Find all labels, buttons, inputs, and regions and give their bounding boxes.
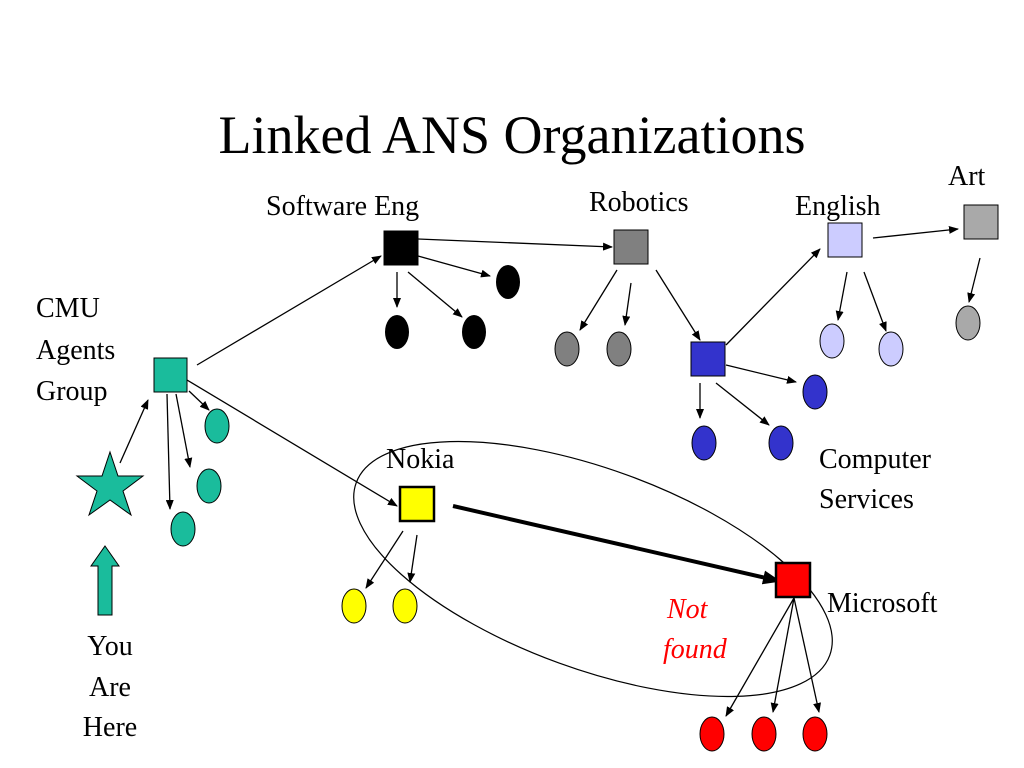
edge-cmu-softeng — [196, 255, 382, 366]
label-not-found-line2: found — [663, 634, 727, 665]
label-not-found-line1: Not — [667, 594, 708, 625]
node-cmu-child-2 — [196, 468, 222, 504]
label-computer-line2: Services — [819, 484, 914, 515]
node-softeng-child-3 — [462, 315, 486, 349]
node-english-child-2 — [878, 331, 904, 367]
trust-boundary-ellipse — [353, 440, 833, 698]
edge-nokia-y1 — [365, 530, 404, 589]
edge-robotics-cs — [655, 269, 701, 341]
label-nokia: Nokia — [386, 444, 455, 475]
label-microsoft: Microsoft — [827, 588, 938, 619]
edge-ms-r3 — [793, 597, 821, 713]
label-are: Are — [89, 672, 131, 703]
edge-cs-b1 — [725, 364, 797, 384]
node-cs-child-3 — [768, 425, 794, 461]
label-robotics: Robotics — [589, 187, 689, 218]
edge-cmu-c3 — [165, 393, 174, 510]
edge-nokia-microsoft — [452, 504, 781, 585]
node-softeng-child-1 — [496, 265, 520, 299]
node-computer-services — [690, 341, 726, 377]
node-ms-child-1 — [699, 716, 725, 752]
edge-art-g — [967, 257, 981, 303]
label-cmu-line1: CMU — [36, 293, 100, 324]
up-arrow-icon — [90, 545, 120, 616]
node-robotics — [613, 229, 649, 265]
edge-cmu-nokia — [186, 379, 398, 507]
edge-ms-r1 — [725, 597, 795, 717]
edge-nokia-y2 — [407, 534, 418, 583]
edge-cs-english — [725, 248, 821, 346]
node-english-child-1 — [819, 323, 845, 359]
node-ms-child-3 — [802, 716, 828, 752]
node-cmu-child-3 — [170, 511, 196, 547]
node-art-child-1 — [955, 305, 981, 341]
label-here: Here — [82, 712, 138, 743]
node-cmu-child-1 — [204, 408, 230, 444]
label-software-eng: Software Eng — [266, 191, 420, 222]
node-english — [827, 222, 863, 258]
edge-english-art — [872, 225, 959, 239]
label-you: You — [87, 631, 133, 662]
node-ms-child-2 — [751, 716, 777, 752]
label-cmu-line3: Group — [36, 376, 108, 407]
star-icon — [75, 450, 145, 517]
edge-robotics-g2 — [622, 282, 632, 326]
node-software-eng — [383, 230, 419, 266]
slide-title: Linked ANS Organizations — [218, 105, 806, 165]
node-cs-child-1 — [802, 374, 828, 410]
edge-softeng-robotics — [417, 238, 613, 251]
edge-english-l2 — [863, 271, 887, 332]
node-art — [963, 204, 999, 240]
node-softeng-child-2 — [385, 315, 409, 349]
node-cmu-agents-group — [153, 357, 188, 393]
edge-softeng-b1 — [417, 255, 491, 278]
label-computer-line1: Computer — [819, 444, 931, 475]
edge-english-l1 — [835, 271, 848, 321]
edge-cs-b3 — [715, 382, 770, 426]
edge-cmu-c2 — [175, 393, 193, 468]
edge-star-cmu — [119, 399, 149, 464]
node-microsoft — [774, 561, 812, 599]
node-robotics-child-1 — [554, 331, 580, 367]
node-cs-child-2 — [691, 425, 717, 461]
node-nokia-child-1 — [341, 588, 367, 624]
label-english: English — [795, 191, 881, 222]
node-nokia — [398, 485, 436, 523]
label-art: Art — [948, 161, 986, 192]
node-robotics-child-2 — [606, 331, 632, 367]
node-nokia-child-2 — [392, 588, 418, 624]
label-cmu-line2: Agents — [36, 335, 116, 366]
edge-cmu-c1 — [188, 390, 210, 411]
edge-softeng-b3 — [407, 271, 463, 318]
edge-robotics-g1 — [579, 269, 618, 331]
edge-ms-r2 — [770, 597, 795, 713]
